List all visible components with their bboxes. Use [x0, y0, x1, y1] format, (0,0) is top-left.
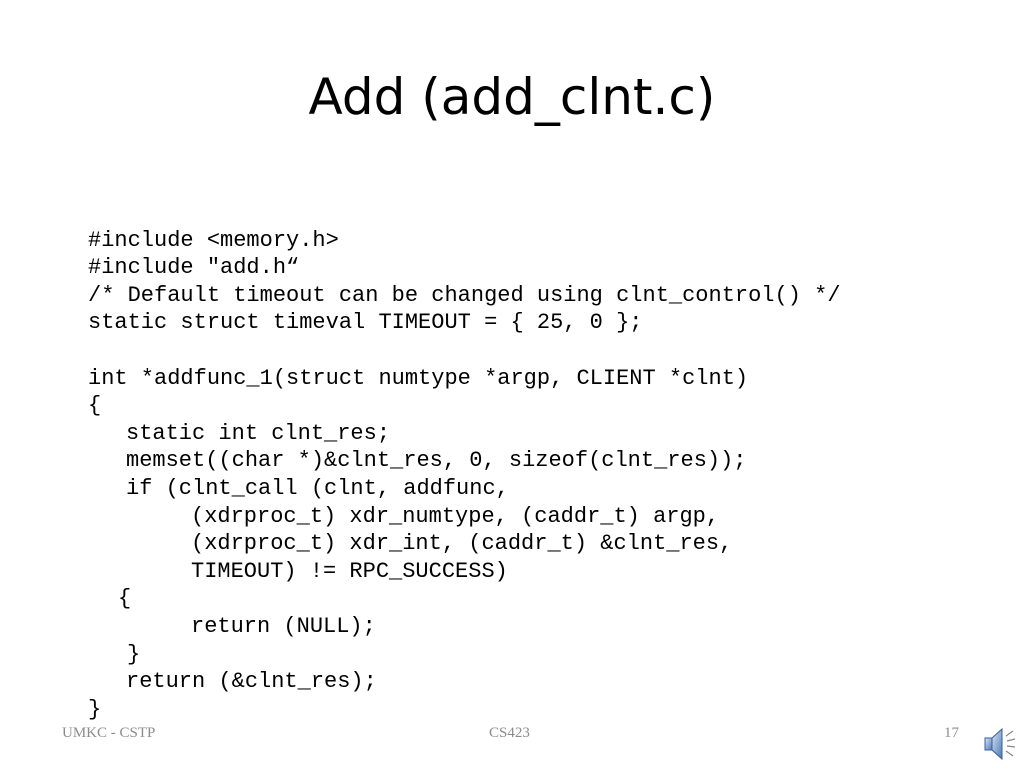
code-line: return (NULL);: [191, 614, 376, 639]
code-line: if (clnt_call (clnt, addfunc,: [126, 476, 509, 501]
code-line: }: [127, 642, 141, 667]
code-line: int *addfunc_1(struct numtype *argp, CLI…: [88, 366, 749, 391]
code-line: static int clnt_res;: [126, 421, 391, 446]
code-line: static struct timeval TIMEOUT = { 25, 0 …: [88, 310, 643, 335]
code-line: (xdrproc_t) xdr_int, (caddr_t) &clnt_res…: [191, 531, 733, 556]
code-line: memset((char *)&clnt_res, 0, sizeof(clnt…: [126, 448, 747, 473]
code-line: {: [118, 586, 132, 611]
speaker-icon-graphic: [984, 727, 1016, 761]
footer-left-text: UMKC - CSTP: [62, 725, 156, 741]
speaker-icon[interactable]: [982, 724, 1018, 764]
code-line: #include <memory.h>: [88, 228, 339, 253]
code-block: #include <memory.h> #include "add.h“ /* …: [0, 227, 1024, 727]
code-line: TIMEOUT) != RPC_SUCCESS): [191, 559, 508, 584]
code-line: (xdrproc_t) xdr_numtype, (caddr_t) argp,: [191, 504, 720, 529]
code-line: /* Default timeout can be changed using …: [88, 283, 841, 308]
code-line: return (&clnt_res);: [126, 669, 377, 694]
code-line: {: [88, 393, 102, 418]
code-line: }: [88, 697, 102, 722]
slide-title: Add (add_clnt.c): [308, 68, 716, 126]
slide-number: 17: [944, 725, 959, 741]
code-line: #include "add.h“: [88, 255, 300, 280]
footer-center-text: CS423: [489, 725, 530, 741]
